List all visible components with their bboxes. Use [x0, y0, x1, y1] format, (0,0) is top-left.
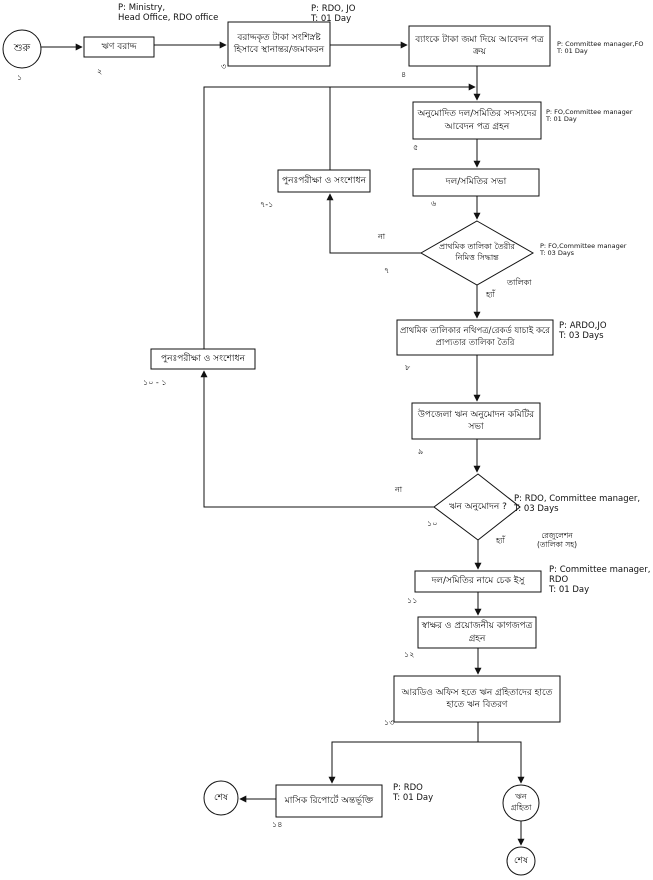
box-13: [393, 675, 561, 723]
responsibility-8: P: ARDO,JO T: 03 Days: [559, 321, 607, 341]
step-number-13: ১৩: [384, 718, 395, 727]
step-4-label: ব্যাংকে টাকা জমা দিয়ে আবেদন পত্র ক্রয়: [415, 34, 544, 57]
box-8: [396, 319, 554, 356]
step-6-label: দল/সমিতির সভা: [445, 177, 507, 188]
step-number-1: ১: [17, 73, 23, 82]
start-label: শুরু: [13, 43, 31, 55]
step-number-7: ৭: [384, 266, 390, 275]
box-4: [408, 25, 551, 67]
responsibility-10: P: RDO, Committee manager, T: 03 Days: [514, 494, 641, 514]
responsibility-14: P: RDO T: 01 Day: [393, 783, 434, 803]
step-number-12: ১২: [404, 650, 415, 659]
step-number-8: ৮: [405, 363, 411, 372]
box-6-1: [277, 169, 371, 193]
step-14-label: মাসিক রিপোর্টে অন্তর্ভূক্তি: [284, 795, 374, 806]
end-circle-2: [506, 846, 536, 876]
end-1-label: শেষ: [214, 792, 228, 803]
step-12-label: স্বাক্ষর ও প্রয়োজনীয় কাগজপত্র গ্রহন: [421, 621, 533, 644]
step-2-label: ঋণ বরাদ্দ: [101, 41, 137, 52]
step-number-9: ৯: [418, 447, 424, 456]
borrower-label: ঋন গ্রহিতা: [510, 792, 532, 812]
box-12: [417, 616, 537, 649]
end-2-label: শেষ: [514, 855, 528, 866]
responsibility-7: P: FO,Committee manager T: 03 Days: [540, 242, 627, 258]
step-number-5: ৫: [413, 143, 419, 152]
step-5-label: অনুমোদিত দল/সমিতির সদস্যদের আবেদন পত্র গ…: [417, 109, 537, 132]
decision-7-label: প্রাথমিক তালিকা তৈরীর নিমিত্ত সিদ্ধান্ত: [439, 242, 515, 262]
step-number-10: ১০: [427, 519, 438, 528]
responsibility-3: P: RDO, JO T: 01 Day: [311, 4, 356, 24]
edge-label-no-10: না: [395, 485, 403, 494]
step-number-6: ৬: [431, 199, 437, 208]
step-number-6-1: ৭-১: [260, 200, 274, 209]
edge-7-no: [326, 193, 421, 254]
step-3-label: বরাদ্দকৃত টাকা সংশিস্নষ্ট হিসাবে স্থানান…: [233, 32, 325, 55]
edge-10-1-back: [203, 86, 330, 349]
step-number-3: ৩: [221, 62, 227, 71]
box-10-1: [150, 348, 256, 370]
step-8-label: প্রাথমিক তালিকার নথিপত্র/রেকর্ড যাচাই কর…: [399, 326, 550, 348]
step-9-label: উপজেলা ঋন অনুমোদন কমিটির সভা: [417, 409, 535, 432]
edge-label-yes-10: হ্যাঁ: [496, 536, 505, 545]
step-6-1-label: পুনঃপরীক্ষা ও সংশোধন: [282, 175, 366, 186]
edge-13-borrower: [478, 741, 525, 784]
responsibility-2: P: Ministry, Head Office, RDO office: [118, 3, 219, 23]
box-5: [412, 101, 542, 140]
step-number-2: ২: [97, 67, 103, 76]
decision-10-label: ঋন অনুমোদন ?: [449, 501, 507, 512]
box-14: [275, 784, 383, 818]
end-circle-1: [203, 780, 239, 816]
edge-10-no: [200, 370, 434, 508]
step-number-10-1: ১০ - ১: [143, 378, 167, 387]
edge-label-regulation-10: রেজুলেশন (তালিকা সহ): [537, 531, 578, 549]
box-3: [227, 21, 331, 67]
box-6: [412, 168, 540, 197]
start-circle: [2, 29, 42, 69]
responsibility-11: P: Committee manager, RDO T: 01 Day: [549, 565, 651, 595]
responsibility-5: P: FO,Committee manager T: 01 Day: [546, 108, 633, 124]
step-10-1-label: পুনঃপরীক্ষা ও সংশোধন: [161, 353, 245, 364]
edge-label-no-7: না: [378, 232, 386, 241]
edge-label-list-7: তালিকা: [507, 278, 532, 287]
edge-13-split: [328, 722, 479, 784]
step-number-14: ১৪: [272, 820, 283, 829]
step-11-label: দল/সমিতির নামে চেক ইসু: [431, 576, 525, 587]
step-13-label: আরডিও অফিস হতে ঋন গ্রহিতাদের হাতে হাতে ঋ…: [401, 687, 553, 710]
step-number-11: ১১: [407, 596, 418, 605]
edge-label-yes-7: হ্যাঁ: [486, 290, 495, 299]
box-2: [83, 36, 155, 58]
box-9: [411, 402, 541, 440]
step-number-4: ৪: [401, 70, 407, 79]
responsibility-4: P: Committee manager,FO T: 01 Day: [557, 40, 644, 56]
